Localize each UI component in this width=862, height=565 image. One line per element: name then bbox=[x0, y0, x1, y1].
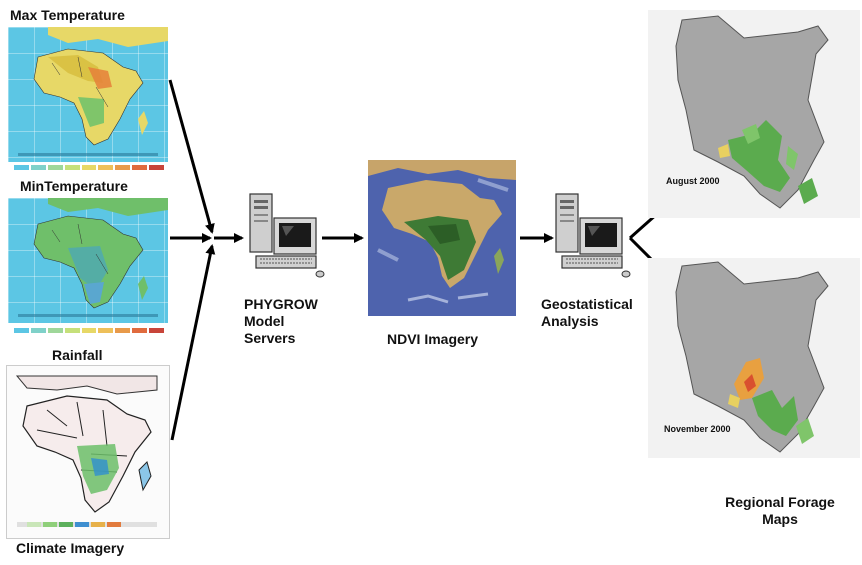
phygrow-computer-icon bbox=[249, 193, 325, 278]
phygrow-label: PHYGROW Model Servers bbox=[244, 296, 318, 347]
rainfall-map bbox=[6, 365, 170, 539]
max-temperature-caption bbox=[18, 153, 158, 156]
regional-forage-maps-label: Regional Forage Maps bbox=[705, 494, 855, 528]
arrow-rain-to-hub bbox=[170, 244, 216, 441]
regional-forage-label-line2: Maps bbox=[762, 511, 798, 527]
min-temperature-title: MinTemperature bbox=[20, 178, 128, 194]
geostat-label: Geostatistical Analysis bbox=[541, 296, 633, 330]
august-date-label: August 2000 bbox=[666, 176, 720, 186]
november-date-label: November 2000 bbox=[664, 424, 731, 434]
phygrow-label-line2: Model bbox=[244, 313, 285, 329]
min-temperature-map bbox=[8, 198, 168, 323]
geostat-computer-icon bbox=[555, 193, 631, 278]
geostat-label-line1: Geostatistical bbox=[541, 296, 633, 312]
arrow-maxtemp-to-hub bbox=[168, 79, 215, 234]
ndvi-image bbox=[368, 160, 516, 316]
phygrow-label-line3: Servers bbox=[244, 330, 296, 346]
climate-imagery-title: Climate Imagery bbox=[16, 540, 125, 556]
regional-forage-label-line1: Regional Forage bbox=[725, 494, 835, 510]
ndvi-label: NDVI Imagery bbox=[387, 331, 479, 347]
min-temperature-legend bbox=[14, 328, 165, 333]
max-temperature-map bbox=[8, 27, 168, 162]
max-temperature-title: Max Temperature bbox=[10, 7, 125, 23]
geostat-label-line2: Analysis bbox=[541, 313, 599, 329]
forage-map-november: November 2000 bbox=[648, 258, 860, 458]
phygrow-label-line1: PHYGROW bbox=[244, 296, 318, 312]
max-temperature-legend bbox=[14, 165, 165, 170]
rainfall-title: Rainfall bbox=[52, 347, 103, 363]
forage-map-august: August 2000 bbox=[648, 10, 860, 218]
min-temperature-caption bbox=[18, 314, 158, 317]
